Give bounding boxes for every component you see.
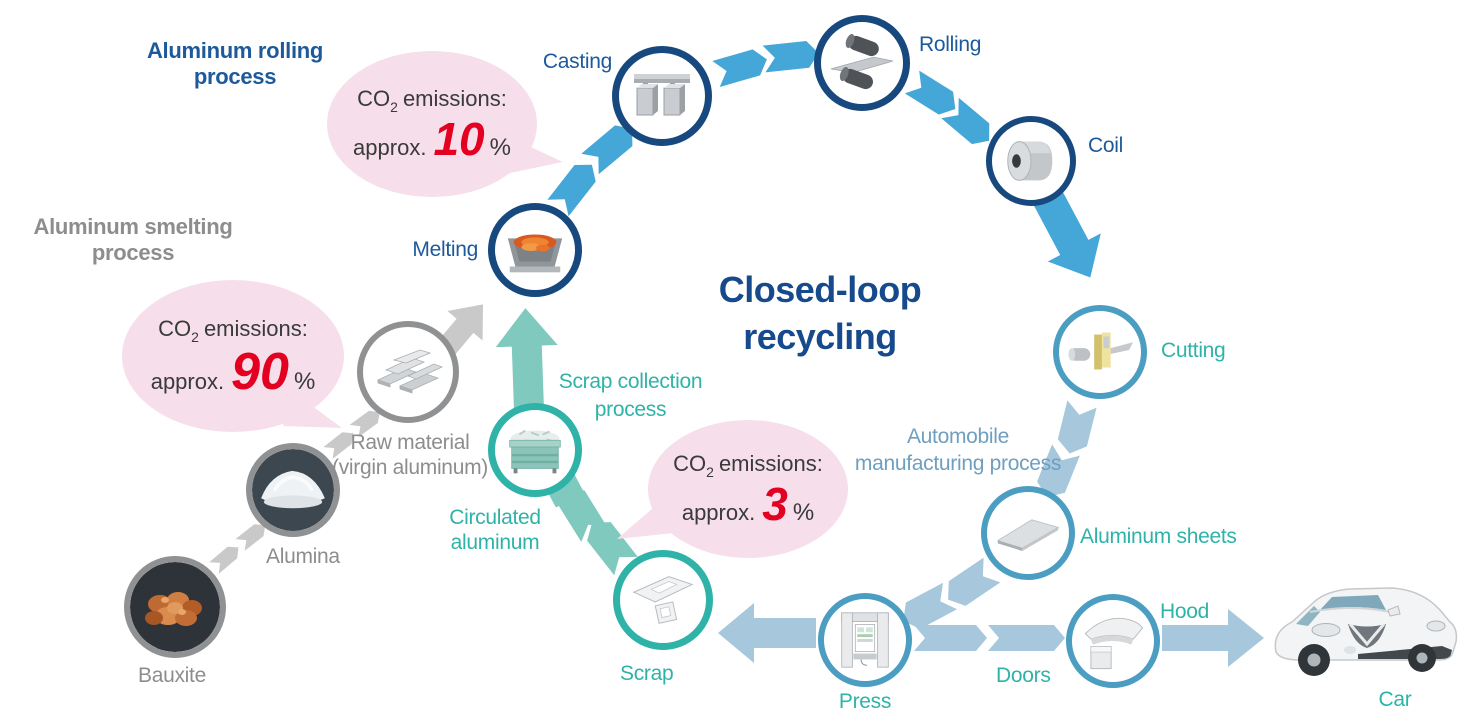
node-scrap <box>613 550 713 650</box>
node-aluminum-sheets <box>981 486 1075 580</box>
chevron-rolling-to-coil <box>941 97 990 145</box>
co2-percent-value: 10 <box>433 113 485 165</box>
node-coil <box>986 116 1076 206</box>
section-line: Scrap collection <box>558 370 703 393</box>
section-aluminum-rolling-process: Aluminum rolling process <box>105 38 365 90</box>
car-icon <box>1274 587 1458 676</box>
scrap-sheet-icon <box>632 576 694 624</box>
section-line: Aluminum rolling <box>146 38 324 63</box>
node-label-alumina: Alumina <box>266 545 340 568</box>
arrow-circulated-to-melting <box>495 308 558 411</box>
node-label-rolling: Rolling <box>919 33 982 56</box>
chevron-sheets-to-press <box>903 582 957 629</box>
co2-value-line: approx.10% <box>353 113 511 165</box>
chevron-scrap-to-circulated <box>559 489 607 542</box>
co2-percent-value: 90 <box>231 343 289 401</box>
node-label-aluminum-sheets: Aluminum sheets <box>1080 525 1237 548</box>
scrap-container-icon <box>509 429 561 474</box>
dash-bauxite-to-alumina <box>209 546 239 574</box>
dash-bauxite-to-alumina <box>235 524 266 551</box>
cutting-slitter-icon <box>1068 332 1133 370</box>
node-label-coil: Coil <box>1088 134 1123 157</box>
chevron-casting-to-rolling <box>712 49 767 87</box>
label-line: aluminum <box>450 531 540 554</box>
chevron-melting-to-casting <box>547 164 596 217</box>
section-line: process <box>193 64 277 89</box>
node-label-raw-material: Raw material (virgin aluminum) <box>328 430 492 480</box>
aluminum-ingots-icon <box>376 349 444 394</box>
co2-value-line: approx.90% <box>150 343 316 401</box>
co2-percent-value: 3 <box>762 478 788 530</box>
chevron-cutting-to-sheets <box>1037 444 1080 498</box>
label-line: Circulated <box>449 506 541 529</box>
hood-and-door-icon <box>1084 617 1144 670</box>
dash-alumina-to-raw <box>323 432 354 459</box>
section-line: process <box>594 398 667 421</box>
node-hood-doors <box>1066 594 1160 688</box>
node-label-press: Press <box>838 690 892 713</box>
node-melting <box>488 203 582 297</box>
label-line: (virgin aluminum) <box>332 456 488 479</box>
node-label-circulated-aluminum: Circulated aluminum <box>425 505 565 555</box>
node-label-car: Car <box>1378 688 1412 711</box>
chevron-sheets-to-press <box>948 557 1001 606</box>
node-bauxite <box>124 556 226 658</box>
aluminum-sheet-icon <box>996 519 1060 551</box>
node-label-hood: Hood <box>1160 600 1210 623</box>
melting-furnace-icon <box>507 234 563 273</box>
node-label-scrap: Scrap <box>620 662 674 685</box>
coil-icon <box>1007 141 1053 181</box>
node-label-bauxite: Bauxite <box>138 664 206 687</box>
node-rolling <box>814 15 910 111</box>
node-alumina <box>246 443 340 537</box>
arrow-coil-to-cutting <box>1033 190 1101 278</box>
node-label-doors: Doors <box>996 664 1051 687</box>
title-line: Closed-loop <box>718 269 922 310</box>
title-line: recycling <box>743 316 897 357</box>
node-raw-material <box>357 321 459 423</box>
node-press <box>818 593 912 687</box>
node-cutting <box>1053 305 1147 399</box>
section-line: manufacturing process <box>854 452 1062 475</box>
section-automobile-manufacturing-process: Automobile manufacturing process <box>838 423 1078 477</box>
section-line: process <box>91 240 175 265</box>
section-scrap-collection-process: Scrap collection process <box>538 368 723 424</box>
chevron-press-to-hood-doors <box>988 625 1065 651</box>
chevron-casting-to-rolling <box>762 41 819 73</box>
chevron-melting-to-casting <box>581 125 633 175</box>
casting-molds-icon <box>634 74 690 116</box>
arrow-press-to-scrap <box>718 603 816 663</box>
node-label-casting: Casting <box>542 50 612 73</box>
section-line: Automobile <box>906 425 1010 448</box>
label-line: Raw material <box>350 431 470 454</box>
section-aluminum-smelting-process: Aluminum smelting process <box>8 214 258 266</box>
rolling-mill-icon <box>830 34 894 90</box>
node-casting <box>612 46 712 146</box>
co2-value-line: approx.3% <box>681 478 815 530</box>
press-machine-icon <box>841 612 889 668</box>
arrow-hood-doors-to-car <box>1162 609 1264 667</box>
node-circulated-aluminum <box>488 403 582 497</box>
chevron-cutting-to-sheets <box>1057 400 1097 454</box>
chevron-press-to-hood-doors <box>914 625 987 651</box>
node-label-melting: Melting <box>412 238 478 261</box>
node-label-cutting: Cutting <box>1161 339 1226 362</box>
alumina-powder-photo <box>252 449 334 531</box>
dash-alumina-to-raw <box>349 410 380 438</box>
section-line: Aluminum smelting <box>33 214 233 239</box>
chevron-rolling-to-coil <box>904 70 956 115</box>
diagram-title: Closed-loop recycling <box>655 266 985 360</box>
chevron-scrap-to-circulated <box>587 522 638 576</box>
car-illustration <box>1262 566 1467 693</box>
bauxite-ore-photo <box>130 562 220 652</box>
